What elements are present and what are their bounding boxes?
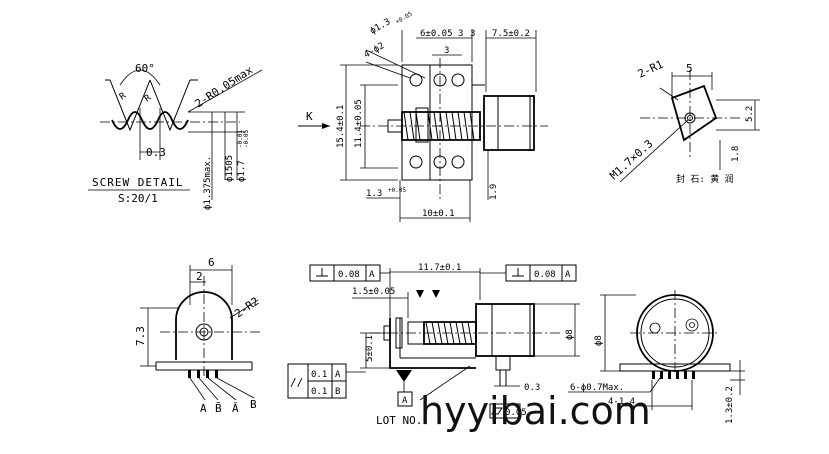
parallel-datum-2: B: [335, 387, 340, 397]
front-dim-13-tol: +0.05: [388, 187, 406, 194]
right-view: ϕ8 6-ϕ0.7Max. 4-1.4 1.3±0.2: [568, 290, 745, 424]
side-note: 封 石: 黄 润: [676, 173, 734, 185]
front-height-114: 11.4±0.05: [354, 99, 364, 148]
screw-angle: 60°: [135, 62, 155, 75]
parallel-frame: // 0.1 A 0.1 B: [287, 363, 366, 399]
root-label: R: [118, 91, 129, 103]
screw-detail-scale: S:20/1: [118, 192, 158, 205]
right-dim-14: 4-1.4: [608, 397, 635, 407]
bottom-dim-5: 5±0.1: [365, 335, 375, 362]
front-dim-3b: 3: [470, 29, 475, 39]
watermark: hyyibai.com: [420, 389, 651, 433]
screw-pitch: 0.3: [146, 146, 166, 159]
perp-right-datum: A: [565, 270, 571, 280]
pin-a: A: [200, 402, 207, 415]
side-width: 5: [686, 62, 693, 75]
dia-major-tol-lower: -0.05: [243, 130, 250, 148]
perp-right-value: 0.08: [534, 270, 556, 280]
screw-detail: 60° R R 2-R0.05max 0.3 ϕ1.375max. ϕ1505 …: [88, 62, 263, 210]
parallel-value-2: 0.1: [311, 387, 327, 397]
dia-pitch: ϕ1505: [225, 155, 235, 182]
bottom-dim-15: 1.5±0.05: [352, 287, 395, 297]
dia-major: ϕ1.7: [237, 160, 247, 182]
front-dim-3c: 3: [444, 46, 449, 56]
bottom-view: 0.08 A 0.08 A 11.7±0.1 1.5±0.05: [287, 263, 580, 427]
front-hole-dia-tol: +0.05: [395, 10, 414, 25]
front-width-6: 6±0.05: [420, 29, 453, 39]
right-dim-13: 1.3±0.2: [725, 386, 735, 424]
bottom-dia-8: ϕ8: [565, 329, 575, 340]
end-width: 6: [208, 256, 215, 269]
flatness-value: 0.05: [505, 408, 527, 418]
front-view: 6±0.05 3 3 7.5±0.2 3 ϕ1.3 +0.05 4-ϕ2 15.…: [298, 10, 548, 222]
side-radius: 2-R1: [636, 58, 666, 81]
right-dia-8: ϕ8: [594, 335, 604, 346]
front-height-154: 15.4±0.1: [336, 105, 346, 148]
pin-b-bar: B̄: [215, 402, 222, 415]
perp-frame-left: 0.08 A: [309, 264, 381, 282]
parallel-value-1: 0.1: [311, 370, 327, 380]
bottom-length: 11.7±0.1: [418, 263, 461, 273]
parallel-symbol: //: [290, 376, 303, 389]
front-dim-3a: 3: [458, 29, 463, 39]
side-view-k: 5 5.2 1.8 2-R1 M1.7×0.3 封 石: 黄 润: [607, 58, 760, 185]
dia-root: ϕ1.375max.: [203, 156, 213, 210]
side-thread: M1.7×0.3: [607, 137, 655, 182]
tip-radius: 2-R0.05max: [193, 63, 256, 110]
front-dim-75: 7.5±0.2: [492, 29, 530, 39]
front-hole-dia: ϕ1.3: [369, 17, 393, 37]
side-height: 5.2: [745, 106, 755, 122]
view-arrow-k: K: [306, 110, 313, 123]
front-dim-13: 1.3: [366, 189, 382, 199]
perp-left-value: 0.08: [338, 270, 360, 280]
end-radius: 2-R2: [232, 295, 261, 321]
front-dim-10: 10±0.1: [422, 209, 455, 219]
parallel-datum-1: A: [335, 370, 341, 380]
right-pin-holes: 6-ϕ0.7Max.: [570, 383, 624, 393]
end-height: 7.3: [134, 326, 147, 346]
pin-b: B: [250, 398, 257, 411]
side-dim-18: 1.8: [731, 146, 741, 162]
datum-box: A: [402, 396, 408, 406]
perp-frame-right: 0.08 A: [505, 264, 577, 282]
bottom-dim-03: 0.3: [524, 383, 540, 393]
end-half: 2: [196, 270, 203, 283]
root-label-2: R: [143, 93, 154, 105]
screw-detail-title: SCREW DETAIL: [92, 176, 183, 189]
perp-left-datum: A: [369, 270, 375, 280]
end-view: A B̄ Ā B 6 2 7.3 2-R2: [134, 256, 262, 415]
pin-a-bar: Ā: [232, 402, 239, 415]
front-dim-19: 1.9: [489, 184, 499, 200]
lot-label: LOT NO.: [376, 414, 422, 427]
dia-major-tol-upper: -0.01: [237, 130, 244, 148]
